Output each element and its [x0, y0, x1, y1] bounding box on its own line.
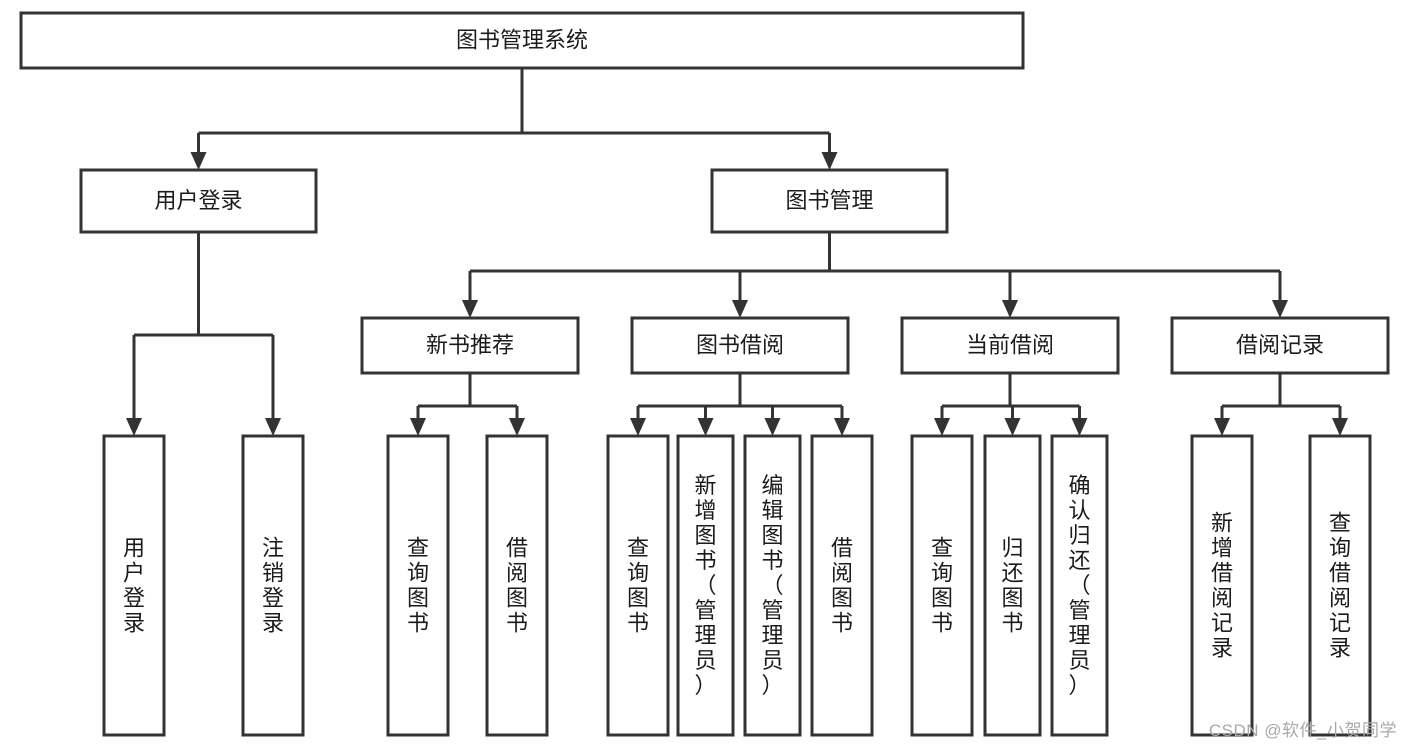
node-label: 确认归还（管理员） — [1068, 473, 1090, 698]
node-leaf-confirm-return[interactable]: 确认归还（管理员） — [1050, 434, 1109, 737]
nodes-layer: 用户登录图书管理新书推荐图书借阅当前借阅借阅记录用户登录注销登录查询图书借阅图书… — [19, 11, 1390, 737]
node-label: 注销登录 — [262, 536, 284, 636]
node-leaf-logout[interactable]: 注销登录 — [241, 434, 305, 737]
arrow-head-icon — [509, 418, 525, 436]
arrow-head-icon — [265, 418, 281, 436]
node-leaf-add-book[interactable]: 新增图书（管理员） — [676, 434, 735, 737]
node-label: 借阅记录 — [1236, 332, 1324, 357]
node-leaf-query-book-2[interactable]: 查询图书 — [606, 434, 670, 737]
node-leaf-borrow-book-1[interactable]: 借阅图书 — [485, 434, 549, 737]
node-label: 当前借阅 — [966, 332, 1054, 357]
node-label: 归还图书 — [1001, 536, 1023, 636]
node-leaf-query-book-1[interactable]: 查询图书 — [386, 434, 450, 737]
arrow-head-icon — [697, 418, 714, 436]
node-leaf-borrow-book-2[interactable]: 借阅图书 — [810, 434, 874, 737]
connectors-layer — [126, 68, 1348, 436]
node-label: 编辑图书（管理员） — [761, 473, 783, 698]
node-root[interactable]: 图书管理系统 — [19, 11, 1025, 70]
arrow-head-icon — [190, 152, 207, 170]
node-borrow-record[interactable]: 借阅记录 — [1170, 316, 1390, 375]
node-user-login[interactable]: 用户登录 — [79, 168, 318, 234]
csdn-watermark: CSDN @软件_小贺同学 — [1208, 721, 1397, 740]
node-label: 借阅图书 — [506, 536, 528, 636]
node-current-borrow[interactable]: 当前借阅 — [900, 316, 1120, 375]
arrow-head-icon — [1272, 300, 1288, 318]
node-leaf-edit-book[interactable]: 编辑图书（管理员） — [743, 434, 802, 737]
node-label: 查询借阅记录 — [1329, 511, 1351, 661]
arrow-head-icon — [410, 418, 426, 436]
arrow-head-icon — [764, 418, 781, 436]
node-label: 新书推荐 — [426, 332, 514, 357]
node-label: 查询图书 — [931, 536, 953, 636]
node-leaf-query-record[interactable]: 查询借阅记录 — [1308, 434, 1372, 737]
arrow-head-icon — [1214, 418, 1230, 436]
node-book-borrow[interactable]: 图书借阅 — [630, 316, 850, 375]
node-label: 图书管理系统 — [456, 27, 588, 52]
node-label: 图书借阅 — [696, 332, 784, 357]
node-leaf-user-login[interactable]: 用户登录 — [102, 434, 166, 737]
node-label: 用户登录 — [154, 188, 242, 213]
node-label: 借阅图书 — [831, 536, 853, 636]
arrow-head-icon — [1004, 418, 1021, 436]
node-label: 新增图书（管理员） — [694, 473, 716, 698]
node-book-manage[interactable]: 图书管理 — [710, 168, 949, 234]
node-new-book-recommend[interactable]: 新书推荐 — [360, 316, 580, 375]
node-label: 查询图书 — [407, 536, 429, 636]
arrow-head-icon — [630, 418, 646, 436]
arrow-head-icon — [1071, 418, 1088, 436]
node-leaf-query-book-3[interactable]: 查询图书 — [910, 434, 974, 737]
arrow-head-icon — [821, 152, 838, 170]
node-label: 图书管理 — [785, 188, 873, 213]
arrow-head-icon — [934, 418, 950, 436]
arrow-head-icon — [126, 418, 142, 436]
node-label: 查询图书 — [627, 536, 649, 636]
arrow-head-icon — [1002, 300, 1018, 318]
node-label: 新增借阅记录 — [1211, 511, 1233, 661]
arrow-head-icon — [732, 300, 748, 318]
arrow-head-icon — [834, 418, 850, 436]
node-leaf-add-record[interactable]: 新增借阅记录 — [1190, 434, 1254, 737]
arrow-head-icon — [1332, 418, 1348, 436]
node-leaf-return-book[interactable]: 归还图书 — [983, 434, 1042, 737]
node-label: 用户登录 — [123, 536, 145, 636]
arrow-head-icon — [462, 300, 478, 318]
